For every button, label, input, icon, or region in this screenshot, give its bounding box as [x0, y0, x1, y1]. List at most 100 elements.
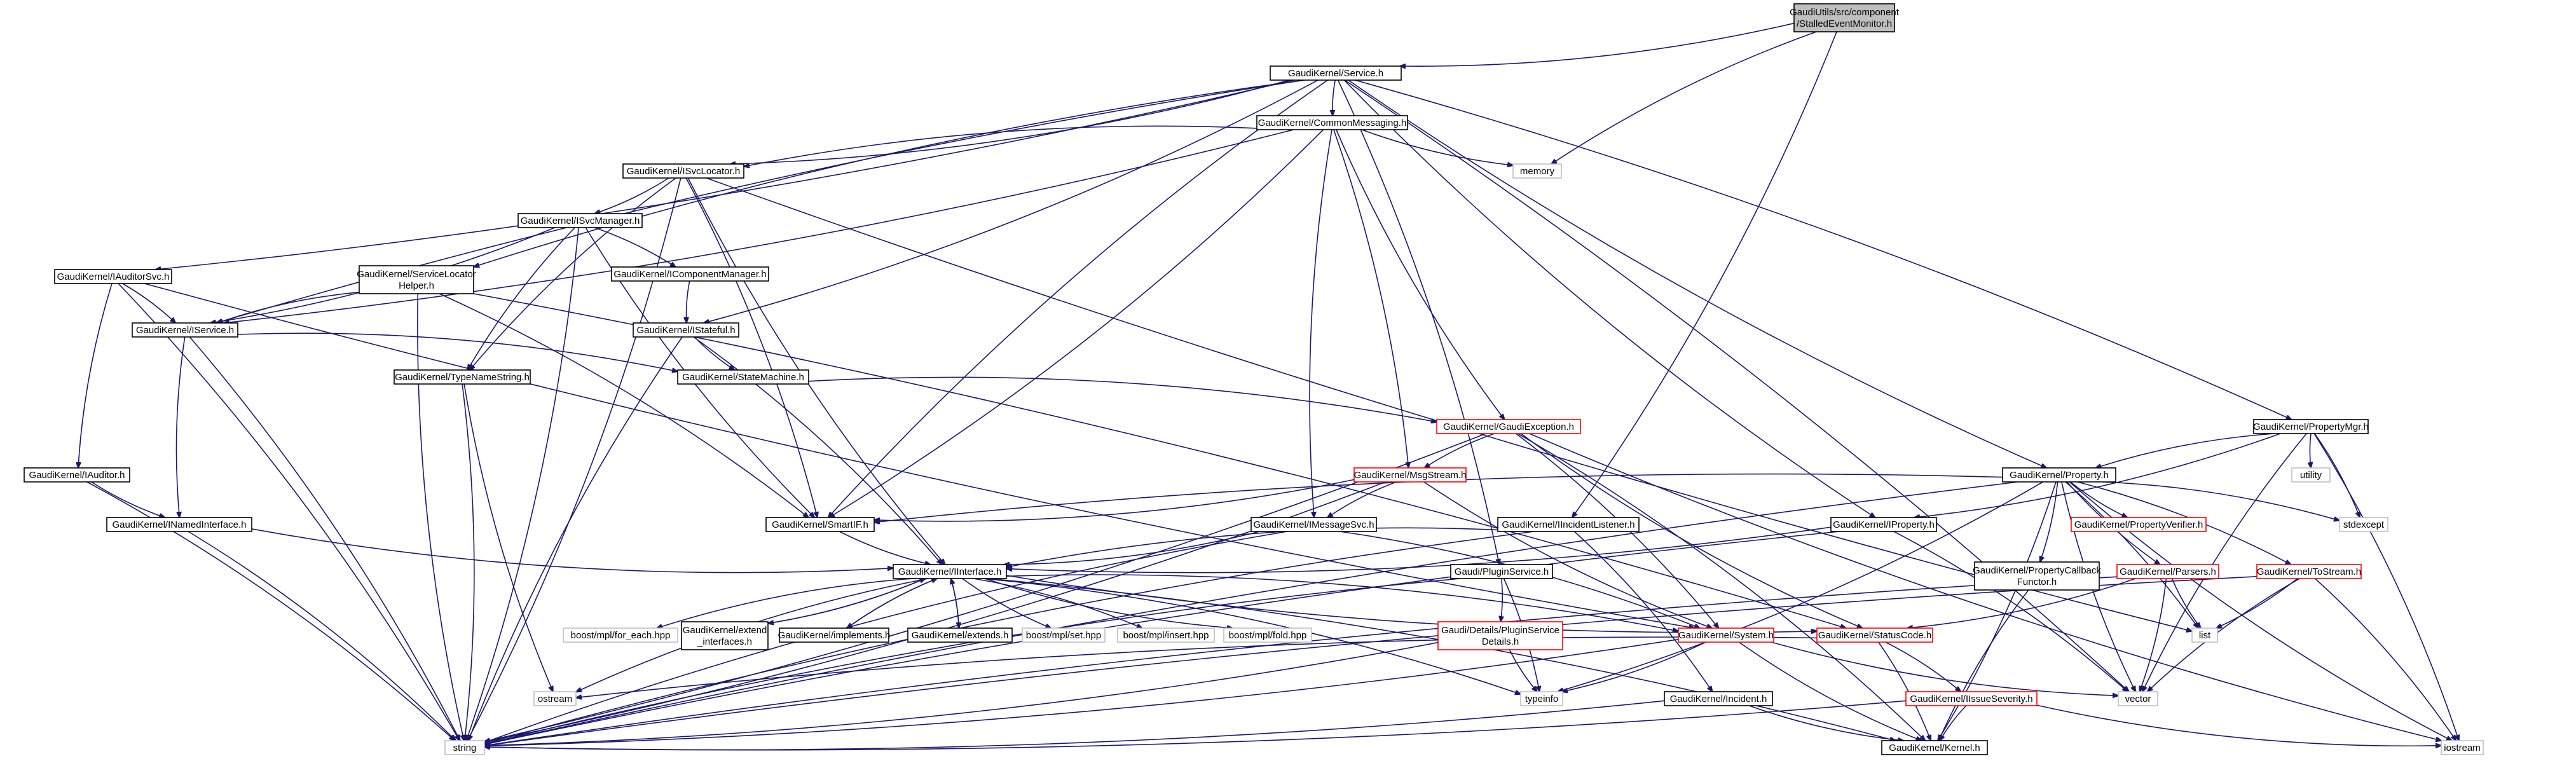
node-box [1974, 561, 2100, 591]
edge-isvcmanager-to-typenamestring [467, 227, 575, 370]
node-box [54, 269, 172, 284]
node-label: GaudiKernel/PropertyVerifier.h [2074, 519, 2203, 530]
node-isvcmanager[interactable]: GaudiKernel/ISvcManager.h [517, 213, 643, 228]
node-iauditorsvc[interactable]: GaudiKernel/IAuditorSvc.h [54, 269, 172, 284]
edge-property-to-string [484, 481, 2018, 744]
node-box [1497, 517, 1640, 532]
node-label: GaudiKernel/ISvcManager.h [521, 216, 640, 226]
node-label: GaudiKernel/IIncidentListener.h [1502, 519, 1634, 530]
node-label: vector [2125, 694, 2151, 704]
edge-isvclocator-to-smartif [685, 177, 817, 518]
node-istateful[interactable]: GaudiKernel/IStateful.h [633, 322, 739, 338]
node-box [1022, 627, 1106, 643]
node-label: GaudiKernel/ServiceLocator [357, 269, 476, 280]
node-box [2253, 419, 2369, 434]
node-iproperty[interactable]: GaudiKernel/IProperty.h [1830, 517, 1937, 532]
node-label: GaudiKernel/IIssueSeverity.h [1910, 694, 2032, 704]
edge-commonmsg-to-imessagesvc [1309, 129, 1333, 518]
nodes-layer: GaudiUtils/src/component/StalledEventMon… [24, 3, 2484, 755]
node-label: GaudiKernel/SmartIF.h [772, 519, 868, 530]
node-root[interactable]: GaudiUtils/src/component/StalledEventMon… [1790, 3, 1900, 32]
edge-service-to-isvclocator [730, 79, 1289, 164]
node-gaudiexception[interactable]: GaudiKernel/GaudiException.h [1436, 419, 1581, 434]
node-box [2256, 564, 2362, 579]
node-foreach: boost/mpl/for_each.hpp [563, 627, 678, 643]
node-label: GaudiKernel/ToStream.h [2257, 566, 2361, 577]
edge-iincidentlistener-to-incident [1573, 531, 1712, 692]
edge-statuscode-to-iissueseverity [1885, 641, 1961, 692]
node-smartif[interactable]: GaudiKernel/SmartIF.h [765, 517, 875, 532]
node-extendinterfaces[interactable]: GaudiKernel/extend_interfaces.h [681, 621, 769, 650]
node-label: GaudiKernel/StatusCode.h [1818, 630, 1931, 641]
node-commonmsg[interactable]: GaudiKernel/CommonMessaging.h [1256, 115, 1408, 130]
edge-isvclocator-to-string [467, 177, 682, 741]
edge-propertycallback-to-kernel [1939, 589, 2029, 741]
node-label: GaudiKernel/CommonMessaging.h [1258, 118, 1406, 128]
edge-service-to-pluginservice [1337, 79, 1500, 565]
edge-msgstream-to-imessagesvc [1327, 481, 1397, 518]
node-box [1905, 691, 2038, 706]
edge-propertymgr-to-property [2095, 433, 2275, 468]
node-inamedinterface[interactable]: GaudiKernel/INamedInterface.h [106, 517, 252, 532]
node-propertymgr[interactable]: GaudiKernel/PropertyMgr.h [2253, 419, 2369, 434]
edge-incident-to-kernel [1749, 705, 1904, 741]
node-typeinfo: typeinfo [1520, 691, 1563, 706]
node-statemachine[interactable]: GaudiKernel/StateMachine.h [677, 369, 809, 385]
edge-propertymgr-to-vector [2142, 433, 2307, 692]
edge-commonmsg-to-msgstream [1333, 129, 1409, 468]
node-label: boost/mpl/fold.hpp [1229, 630, 1307, 641]
node-label: GaudiKernel/PropertyCallback [1973, 565, 2101, 576]
node-extends[interactable]: GaudiKernel/extends.h [907, 627, 1013, 643]
node-label: GaudiKernel/MsgStream.h [1354, 470, 1467, 481]
node-incident[interactable]: GaudiKernel/Incident.h [1664, 691, 1773, 706]
node-iincidentlistener[interactable]: GaudiKernel/IIncidentListener.h [1497, 517, 1640, 532]
node-label: GaudiKernel/extends.h [912, 630, 1009, 641]
node-pluginservice[interactable]: Gaudi/PluginService.h [1450, 564, 1553, 579]
edge-parsers-to-statuscode [1907, 578, 2136, 628]
node-parsers[interactable]: GaudiKernel/Parsers.h [2116, 564, 2219, 579]
node-system[interactable]: GaudiKernel/System.h [1678, 627, 1774, 643]
node-implements[interactable]: GaudiKernel/implements.h [778, 627, 891, 643]
edge-iinterface-to-mplinsert [973, 578, 1142, 628]
node-label: GaudiKernel/INamedInterface.h [113, 519, 247, 530]
edge-propertymgr-to-stdexcept [2314, 433, 2360, 518]
edge-pluginservice-to-string [484, 578, 1461, 744]
edge-property-to-kernel [1938, 481, 2057, 741]
node-service[interactable]: GaudiKernel/Service.h [1270, 65, 1402, 81]
node-box [893, 564, 1007, 579]
edge-iinterface-to-extends [950, 578, 959, 628]
node-msgstream[interactable]: GaudiKernel/MsgStream.h [1353, 467, 1467, 483]
node-utility: utility [2291, 467, 2331, 483]
edge-iservice-to-string [189, 336, 460, 741]
node-propertyverifier[interactable]: GaudiKernel/PropertyVerifier.h [2071, 517, 2207, 532]
node-box [1450, 564, 1553, 579]
edge-msgstream-to-smartif [874, 479, 1355, 521]
node-isvclocator[interactable]: GaudiKernel/ISvcLocator.h [622, 163, 744, 179]
node-statuscode[interactable]: GaudiKernel/StatusCode.h [1816, 627, 1933, 643]
edge-system-to-typeinfo [1562, 641, 1706, 692]
node-iissueseverity[interactable]: GaudiKernel/IIssueSeverity.h [1905, 691, 2038, 706]
node-label: boost/mpl/insert.hpp [1123, 630, 1209, 641]
edge-property-to-propertyverifier [2070, 481, 2128, 518]
node-icomponentmanager[interactable]: GaudiKernel/IComponentManager.h [611, 266, 769, 282]
node-iauditor[interactable]: GaudiKernel/IAuditor.h [24, 467, 130, 483]
node-imessagesvc[interactable]: GaudiKernel/IMessageSvc.h [1250, 517, 1377, 532]
node-box [359, 265, 474, 294]
node-kernel[interactable]: GaudiKernel/Kernel.h [1881, 740, 1988, 755]
node-box [2071, 517, 2207, 532]
node-box [132, 322, 238, 338]
node-iservice[interactable]: GaudiKernel/IService.h [132, 322, 238, 338]
edge-iinterface-to-kernel [989, 578, 1896, 741]
node-property[interactable]: GaudiKernel/Property.h [2002, 467, 2116, 483]
node-tostream[interactable]: GaudiKernel/ToStream.h [2256, 564, 2362, 579]
node-box [1437, 621, 1563, 650]
node-label: Helper.h [399, 280, 434, 291]
node-typenamestring[interactable]: GaudiKernel/TypeNameString.h [394, 369, 531, 385]
node-iinterface[interactable]: GaudiKernel/IInterface.h [893, 564, 1007, 579]
edge-root-to-service [1400, 22, 1795, 67]
node-box [2441, 740, 2484, 755]
edge-iauditorsvc-to-iservice [122, 283, 175, 323]
